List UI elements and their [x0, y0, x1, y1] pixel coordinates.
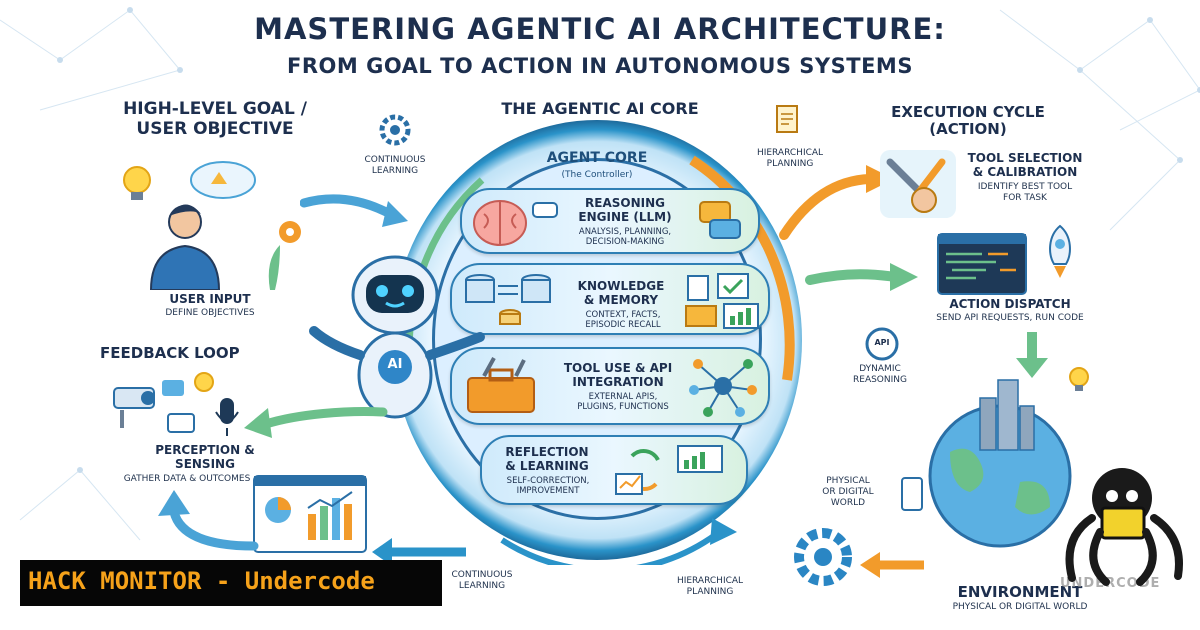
camera-icon: [113, 387, 155, 428]
world-globe-icon: [928, 379, 1072, 548]
undercode-octopus-logo: [1065, 468, 1183, 586]
reasoning-engine-desc: ANALYSIS, PLANNING, DECISION-MAKING: [578, 227, 672, 248]
code-window-icon: [937, 233, 1027, 295]
wrench-hand-icon: [880, 150, 956, 218]
tool-selection-title: TOOL SELECTION & CALIBRATION: [967, 151, 1083, 179]
tool-use-desc: EXTERNAL APIS, PLUGINS, FUNCTIONS: [577, 392, 669, 413]
goal-to-core-arrow: [300, 194, 408, 227]
network-hub-icon: [689, 359, 757, 417]
rocket-icon: [1049, 224, 1071, 278]
module-knowledge-memory: [450, 263, 770, 335]
action-dispatch-desc: SEND API REQUESTS, RUN CODE: [936, 313, 1084, 323]
feedback-heading: FEEDBACK LOOP: [100, 344, 240, 362]
world-lightbulb-icon: [1069, 367, 1089, 391]
speech-bubbles-icon: [699, 201, 741, 239]
person-icon: [149, 204, 221, 290]
bottom-return-arrow: [372, 538, 466, 566]
user-input-label: USER INPUT: [169, 292, 251, 306]
robot-ai-badge: AI: [387, 357, 403, 372]
tool-selection-desc: IDENTIFY BEST TOOL FOR TASK: [977, 182, 1073, 203]
knowledge-memory-desc: CONTEXT, FACTS, EPISODIC RECALL: [585, 310, 661, 331]
toolbox-icon: [467, 357, 535, 413]
environment-heading: ENVIRONMENT: [957, 583, 1083, 601]
dispatch-to-world-arrow: [1016, 332, 1048, 378]
tool-use-title: TOOL USE & API INTEGRATION: [563, 361, 673, 389]
action-dispatch-title: ACTION DISPATCH: [949, 297, 1071, 311]
robot-mascot-icon: [309, 255, 485, 419]
speech-icon: [162, 380, 184, 396]
dynamic-reasoning-label: DYNAMIC REASONING: [853, 364, 907, 385]
bottom-gear-icon: [794, 528, 852, 586]
gather-data-label: GATHER DATA & OUTCOMES: [123, 474, 251, 484]
continuous-learning-bottom-label: CONTINUOUS LEARNING: [451, 570, 513, 591]
sensor-icons: [113, 372, 239, 436]
hack-monitor-banner-text: HACK MONITOR - Undercode: [28, 567, 375, 595]
core-to-feedback-arrow: [244, 407, 388, 438]
database-icon: [465, 274, 551, 325]
api-badge-text: API: [874, 338, 890, 347]
define-objectives-label: DEFINE OBJECTIVES: [165, 308, 255, 318]
reflection-desc: SELF-CORRECTION, IMPROVEMENT: [506, 476, 590, 497]
physical-world-label: PHYSICAL OR DIGITAL WORLD: [822, 476, 874, 508]
hack-monitor-banner: [20, 560, 442, 606]
document-icon: [776, 105, 798, 133]
documents-folder-icon: [685, 273, 759, 329]
brain-icon: [473, 200, 527, 246]
agent-core-title: AGENT CORE: [546, 150, 648, 166]
page-title: MASTERING AGENTIC AI ARCHITECTURE:: [254, 12, 946, 46]
agent-core-subtitle: (The Controller): [561, 170, 633, 180]
knowledge-memory-title: KNOWLEDGE & MEMORY: [577, 279, 665, 307]
reflection-title: REFLECTION & LEARNING: [505, 445, 589, 473]
reasoning-engine-title: REASONING ENGINE (LLM): [578, 196, 672, 224]
continuous-learning-gear-icon: [379, 114, 411, 146]
feedback-return-arrow: [158, 490, 259, 551]
chat-bubble-icon: [532, 202, 558, 218]
continuous-learning-top-label: CONTINUOUS LEARNING: [364, 155, 426, 176]
gear-icon: [279, 221, 301, 243]
hierarchical-planning-top-label: HIERARCHICAL PLANNING: [756, 148, 824, 169]
execution-heading: EXECUTION CYCLE (ACTION): [891, 103, 1045, 139]
goal-heading: HIGH-LEVEL GOAL / USER OBJECTIVE: [123, 99, 307, 139]
core-heading: THE AGENTIC AI CORE: [501, 99, 699, 118]
photo-icon: [167, 413, 195, 433]
api-badge-icon: [865, 327, 899, 361]
lightbulb-icon: [123, 166, 151, 200]
thought-cloud-icon: [190, 161, 256, 199]
plant-icon: [268, 245, 280, 290]
perception-title: PERCEPTION & SENSING: [155, 443, 255, 471]
user-thinking-illustration: [123, 161, 301, 290]
environment-desc: PHYSICAL OR DIGITAL WORLD: [952, 602, 1088, 612]
page-subtitle: FROM GOAL TO ACTION IN AUTONOMOUS SYSTEM…: [287, 54, 913, 78]
phone-icon: [901, 477, 923, 511]
world-to-gear-arrow: [860, 552, 924, 578]
dashboard-icon: [253, 475, 367, 553]
hierarchical-planning-bottom-label: HIERARCHICAL PLANNING: [676, 576, 744, 597]
bulb-small-icon: [194, 372, 214, 392]
microphone-icon: [215, 398, 239, 436]
refresh-chart-icon: [615, 445, 723, 495]
